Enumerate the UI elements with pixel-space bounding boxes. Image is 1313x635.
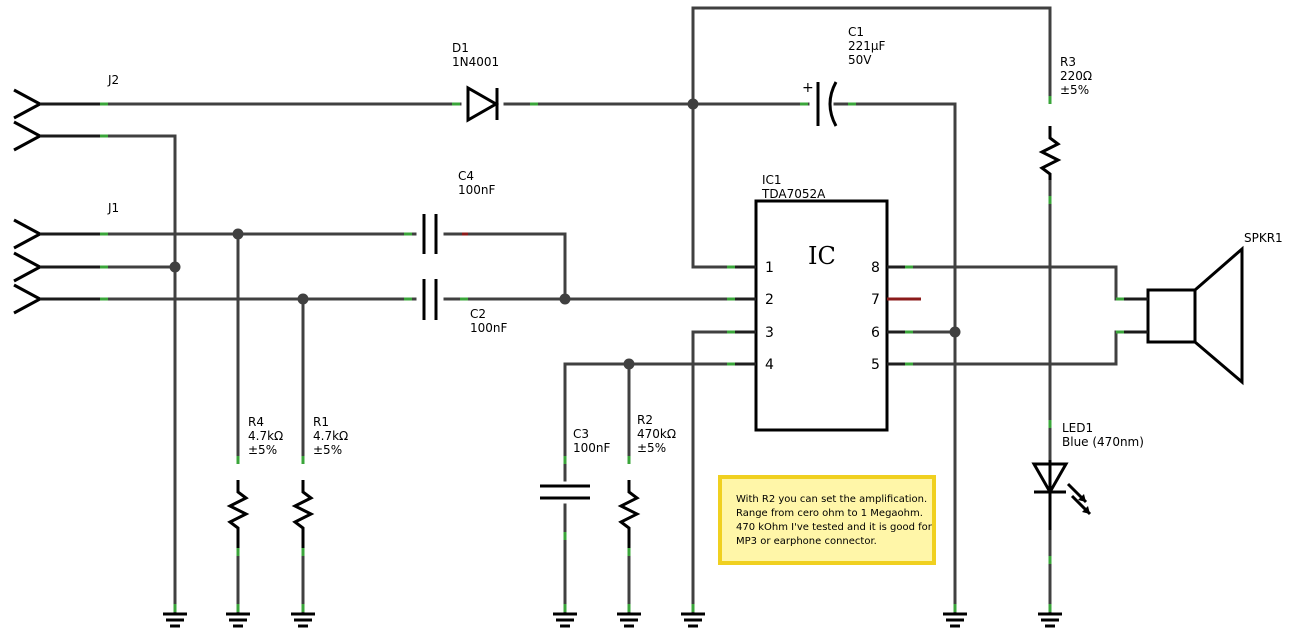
ic-tda7052a[interactable]: IC1 TDA7052A IC 1 2 3 4 8 [727, 173, 921, 432]
svg-text:5: 5 [871, 357, 880, 373]
ic1-name: IC1 [762, 173, 782, 187]
ground-icon [163, 604, 187, 628]
r1-tolerance: ±5% [313, 443, 342, 457]
r4-value: 4.7kΩ [248, 429, 283, 443]
ic1-pin-2[interactable]: 2 [727, 292, 774, 308]
ground-icon [1038, 604, 1062, 628]
ic1-symbol: IC [808, 242, 836, 270]
resistor-r4[interactable]: R4 4.7kΩ ±5% [226, 415, 283, 556]
connector-j1[interactable]: J1 [13, 201, 119, 315]
c1-value: 221µF [848, 39, 886, 53]
ic1-pin-6[interactable]: 6 [871, 325, 913, 341]
ground-icon [291, 604, 315, 628]
d1-name: D1 [452, 41, 469, 55]
led1-value: Blue (470nm) [1062, 435, 1144, 449]
svg-text:2: 2 [765, 292, 774, 308]
svg-text:8: 8 [871, 260, 880, 276]
r3-value: 220Ω [1060, 69, 1092, 83]
note-line-3: 470 kOhm I've tested and it is good for [736, 522, 933, 533]
r2-name: R2 [637, 413, 653, 427]
ic1-pin-3[interactable]: 3 [727, 325, 774, 341]
ground-icon [943, 604, 967, 628]
ic1-pin-1[interactable]: 1 [727, 260, 774, 276]
resistor-r3[interactable]: R3 220Ω ±5% [1038, 55, 1092, 204]
note-line-1: With R2 you can set the amplification. [736, 494, 927, 505]
r4-tolerance: ±5% [248, 443, 277, 457]
capacitor-c3[interactable]: C3 100nF [540, 427, 611, 540]
d1-value: 1N4001 [452, 55, 499, 69]
led-led1[interactable]: LED1 Blue (470nm) [1031, 420, 1144, 564]
r3-name: R3 [1060, 55, 1076, 69]
capacitor-c2[interactable]: C2 100nF [404, 279, 508, 335]
j2-label: J2 [107, 73, 119, 87]
ground-symbols [163, 604, 1062, 628]
speaker-spkr1[interactable]: SPKR1 [1116, 231, 1283, 386]
diode-d1[interactable]: D1 1N4001 [452, 41, 538, 123]
svg-text:6: 6 [871, 325, 880, 341]
led1-name: LED1 [1062, 421, 1093, 435]
note-box: With R2 you can set the amplification. R… [718, 475, 936, 565]
c3-name: C3 [573, 427, 589, 441]
ic1-pin-4[interactable]: 4 [727, 357, 774, 373]
svg-text:1: 1 [765, 260, 774, 276]
junction-dots [169, 98, 961, 370]
note-background [718, 475, 936, 565]
spkr1-name: SPKR1 [1244, 231, 1283, 245]
resistor-r2[interactable]: R2 470kΩ ±5% [617, 413, 676, 556]
c1-polarity: + [802, 80, 814, 96]
svg-text:7: 7 [871, 292, 880, 308]
r1-value: 4.7kΩ [313, 429, 348, 443]
note-line-2: Range from cero ohm to 1 Megaohm. [736, 508, 923, 519]
ground-icon [681, 604, 705, 628]
c2-name: C2 [470, 307, 486, 321]
r3-tolerance: ±5% [1060, 83, 1089, 97]
ground-icon [226, 604, 250, 628]
c4-value: 100nF [458, 183, 496, 197]
capacitor-c4[interactable]: C4 100nF [404, 169, 496, 254]
c2-value: 100nF [470, 321, 508, 335]
svg-text:3: 3 [765, 325, 774, 341]
resistor-r1[interactable]: R1 4.7kΩ ±5% [291, 415, 348, 556]
ic1-part: TDA7052A [761, 187, 826, 201]
r4-name: R4 [248, 415, 264, 429]
c3-value: 100nF [573, 441, 611, 455]
c4-name: C4 [458, 169, 474, 183]
ic1-pin-8[interactable]: 8 [871, 260, 913, 276]
connector-j2[interactable]: J2 [13, 73, 119, 152]
note-line-4: MP3 or earphone connector. [736, 536, 877, 547]
ground-icon [553, 604, 577, 628]
capacitor-c1[interactable]: + C1 221µF 50V [800, 25, 886, 127]
c1-rating: 50V [848, 53, 872, 67]
r1-name: R1 [313, 415, 329, 429]
ground-icon [617, 604, 641, 628]
r2-value: 470kΩ [637, 427, 676, 441]
ic1-pin-7[interactable]: 7 [871, 292, 921, 308]
c1-name: C1 [848, 25, 864, 39]
j1-label: J1 [107, 201, 119, 215]
r2-tolerance: ±5% [637, 441, 666, 455]
svg-text:4: 4 [765, 357, 774, 373]
ic1-pin-5[interactable]: 5 [871, 357, 913, 373]
